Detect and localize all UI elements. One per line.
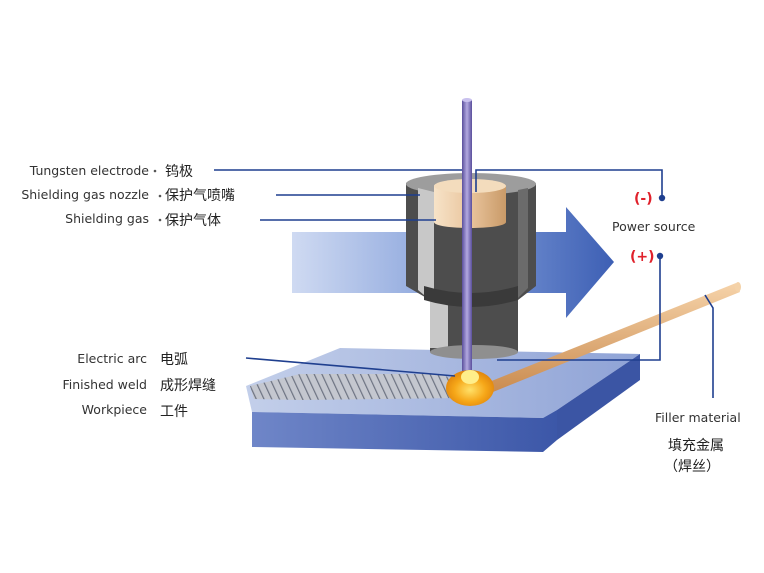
label-gas-en: Shielding gas	[65, 211, 149, 226]
electric-arc	[446, 370, 494, 406]
label-nozzle-zh: 保护气喷嘴	[165, 188, 235, 204]
label-tungsten-en: Tungsten electrode	[29, 163, 150, 178]
wire-negative	[475, 169, 663, 198]
negative-polarity: (-)	[634, 191, 653, 207]
negative-terminal-dot	[658, 194, 666, 202]
positive-terminal-dot	[656, 252, 664, 260]
label-weld-en: Finished weld	[62, 377, 147, 392]
leader-arc	[245, 357, 456, 377]
label-filler-zh-sub: （焊丝）	[664, 459, 720, 475]
positive-polarity: (+)	[630, 249, 655, 265]
label-workpiece-en: Workpiece	[82, 402, 148, 417]
leader-filler	[704, 294, 714, 398]
label-bullets	[153, 169, 162, 222]
label-filler-zh: 填充金属	[668, 438, 724, 454]
label-arc-en: Electric arc	[77, 351, 147, 366]
finished-weld-bead	[250, 374, 466, 400]
filler-rod	[484, 282, 741, 394]
label-nozzle-en: Shielding gas nozzle	[21, 187, 149, 202]
label-power-source: Power source	[612, 219, 696, 234]
label-arc-zh: 电弧	[160, 352, 188, 368]
label-gas-zh: 保护气体	[165, 213, 221, 229]
wire-positive	[497, 256, 661, 361]
label-workpiece-zh: 工件	[160, 404, 188, 420]
leader-lines	[214, 169, 714, 398]
label-tungsten-zh: 钨极	[165, 164, 193, 180]
label-weld-zh: 成形焊缝	[160, 378, 216, 394]
label-filler-en: Filler material	[655, 410, 741, 425]
tungsten-electrode	[462, 98, 472, 378]
